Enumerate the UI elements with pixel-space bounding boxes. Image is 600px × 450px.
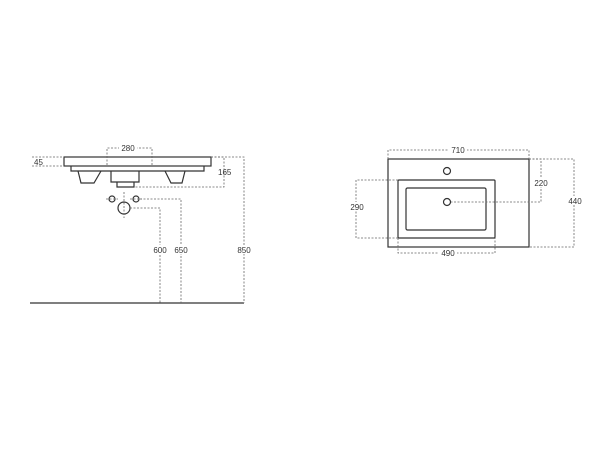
basin-bowl [405,187,487,231]
dim-850-lines [211,156,245,303]
countertop-underside [70,166,205,172]
dim-490-label: 490 [441,249,455,258]
top-view: 710 220 440 290 490 [348,146,584,258]
countertop-outline [63,156,212,167]
basin-drain [110,171,140,188]
dim-850-label: 850 [237,246,251,255]
dim-600-lines [130,207,161,303]
dim-710-lines [387,149,530,159]
dim-290-label: 290 [350,203,364,212]
drain-hole [442,197,452,207]
dim-280-label: 280 [121,144,135,153]
dim-220-label: 220 [534,179,548,188]
side-view: 45 280 165 850 650 600 [30,144,253,304]
basin-rim [397,179,496,239]
dim-165-lines [135,156,225,188]
dim-600-label: 600 [153,246,167,255]
dim-440-label: 440 [568,197,582,206]
dim-650-label: 650 [174,246,188,255]
outer-outline [387,158,530,248]
dim-650-lines [140,198,182,303]
tap-hole [442,166,452,176]
dim-45-lines [32,156,64,167]
basin-left-lip [77,170,102,184]
dim-45-label: 45 [34,158,43,167]
basin-right-lip [164,170,186,184]
dim-710-label: 710 [451,146,465,155]
dim-165-label: 165 [218,168,232,177]
